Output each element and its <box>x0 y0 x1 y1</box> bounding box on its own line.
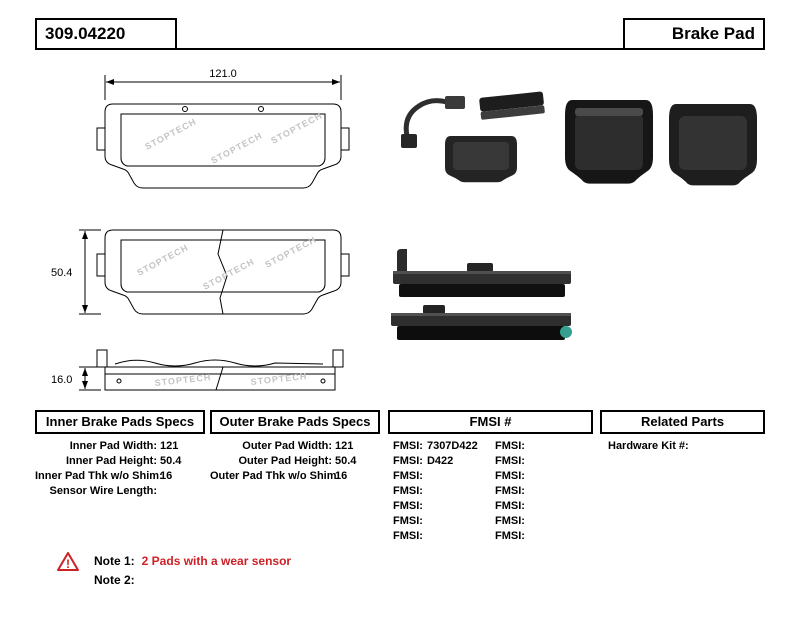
photo-pad-side-top <box>393 249 571 297</box>
fmsi-row: FMSI:7307D422 <box>393 439 490 454</box>
fmsi-column: FMSI # FMSI:7307D422 FMSI:D422 FMSI: FMS… <box>388 410 593 544</box>
fmsi-label: FMSI: <box>495 440 525 452</box>
fmsi-row: FMSI: <box>495 484 592 499</box>
fmsi-row: FMSI: <box>495 529 592 544</box>
fmsi-row: FMSI: <box>393 499 490 514</box>
fmsi-label: FMSI: <box>393 470 423 482</box>
header-divider <box>35 48 765 50</box>
spec-row: Sensor Wire Length: <box>35 484 205 499</box>
fmsi-row: FMSI: <box>393 469 490 484</box>
product-photo-pad-set <box>401 91 757 186</box>
fmsi-subcolumn-left: FMSI:7307D422 FMSI:D422 FMSI: FMSI: FMSI… <box>388 439 490 544</box>
spec-value: 16 <box>160 470 173 482</box>
spec-value: 121 <box>160 440 179 452</box>
spec-row: Inner Pad Height: 50.4 <box>35 454 205 469</box>
note-2: Note 2: <box>94 573 142 587</box>
note-2-label: Note 2: <box>94 573 135 587</box>
spec-row: Outer Pad Thk w/o Shim: 16 <box>210 469 380 484</box>
spec-value: 50.4 <box>335 455 357 467</box>
fmsi-label: FMSI: <box>495 515 525 527</box>
spec-row: Inner Pad Thk w/o Shim: 16 <box>35 469 205 484</box>
fmsi-subcolumn-right: FMSI: FMSI: FMSI: FMSI: FMSI: FMSI: FMSI… <box>490 439 592 544</box>
photo-pad-edge <box>479 91 545 120</box>
spec-label: Outer Pad Thk w/o Shim: <box>210 470 341 482</box>
note-1-text: 2 Pads with a wear sensor <box>141 554 292 568</box>
note-1-label: Note 1: <box>94 554 135 568</box>
spec-label: Inner Pad Width: <box>69 440 157 452</box>
inner-specs-header: Inner Brake Pads Specs <box>35 410 205 434</box>
fmsi-row: FMSI:D422 <box>393 454 490 469</box>
warning-glyph: ! <box>66 557 70 571</box>
watermark-text: STOPTECH <box>269 110 324 146</box>
spec-row: Outer Pad Width: 121 <box>210 439 380 454</box>
fmsi-label: FMSI: <box>393 515 423 527</box>
fmsi-row: FMSI: <box>495 439 592 454</box>
spec-value: 50.4 <box>160 455 182 467</box>
fmsi-label: FMSI: <box>393 500 423 512</box>
fmsi-label: FMSI: <box>393 530 423 542</box>
wear-sensor-dot <box>560 326 572 338</box>
fmsi-label: FMSI: <box>495 470 525 482</box>
fmsi-row: FMSI: <box>495 499 592 514</box>
related-parts-header: Related Parts <box>600 410 765 434</box>
related-parts-column: Related Parts Hardware Kit #: <box>600 410 765 454</box>
watermark-text: STOPTECH <box>135 242 190 278</box>
watermark-text: STOPTECH <box>201 256 256 292</box>
watermark-text: STOPTECH <box>209 130 264 166</box>
spec-label: Outer Pad Width: <box>242 440 332 452</box>
photo-pad-large-left <box>565 100 653 184</box>
fmsi-label: FMSI: <box>495 530 525 542</box>
fmsi-label: FMSI: <box>495 455 525 467</box>
spec-label: Inner Pad Height: <box>65 455 157 467</box>
spec-label: Sensor Wire Length: <box>49 485 157 497</box>
photo-pad-large-right <box>669 104 757 186</box>
height-dimension-label: 50.4 <box>51 267 72 279</box>
thickness-dimension-label: 16.0 <box>51 374 72 386</box>
spec-label: Outer Pad Height: <box>238 455 332 467</box>
related-part-row: Hardware Kit #: <box>600 439 765 454</box>
note-1: Note 1: 2 Pads with a wear sensor <box>94 554 291 568</box>
part-number: 309.04220 <box>35 18 177 50</box>
photo-wear-sensor <box>401 96 465 148</box>
edge-view-thickness <box>79 349 344 391</box>
fmsi-row: FMSI: <box>495 469 592 484</box>
fmsi-label: FMSI: <box>393 455 423 467</box>
outer-specs-column: Outer Brake Pads Specs Outer Pad Width: … <box>210 410 380 484</box>
inner-specs-column: Inner Brake Pads Specs Inner Pad Width: … <box>35 410 205 499</box>
watermark-text: STOPTECH <box>143 116 198 152</box>
outer-specs-header: Outer Brake Pads Specs <box>210 410 380 434</box>
spec-value: 121 <box>335 440 354 452</box>
warning-icon: ! <box>57 552 79 571</box>
technical-drawing: 121.0 STOPTECH STOPTECH STOPTECH 50.4 ST… <box>51 68 350 391</box>
fmsi-label: FMSI: <box>393 440 423 452</box>
spec-row: Inner Pad Width: 121 <box>35 439 205 454</box>
fmsi-label: FMSI: <box>393 485 423 497</box>
photo-pad-small <box>445 136 517 183</box>
fmsi-label: FMSI: <box>495 500 525 512</box>
fmsi-row: FMSI: <box>393 529 490 544</box>
spec-row: Outer Pad Height: 50.4 <box>210 454 380 469</box>
fmsi-label: FMSI: <box>495 485 525 497</box>
fmsi-row: FMSI: <box>495 514 592 529</box>
photo-pad-side-bottom <box>391 305 572 340</box>
fmsi-header: FMSI # <box>388 410 593 434</box>
width-dimension-label: 121.0 <box>209 68 237 80</box>
page-title: Brake Pad <box>623 18 765 50</box>
fmsi-row: FMSI: <box>393 514 490 529</box>
fmsi-value: D422 <box>426 455 454 467</box>
front-view-height <box>79 229 350 315</box>
related-part-label: Hardware Kit #: <box>608 440 689 452</box>
watermark-text: STOPTECH <box>250 371 308 387</box>
fmsi-row: FMSI: <box>393 484 490 499</box>
fmsi-subcolumns: FMSI:7307D422 FMSI:D422 FMSI: FMSI: FMSI… <box>388 439 593 544</box>
spec-label: Inner Pad Thk w/o Shim: <box>35 470 163 482</box>
fmsi-row: FMSI: <box>495 454 592 469</box>
fmsi-value: 7307D422 <box>426 440 478 452</box>
product-photo-side-view <box>391 249 572 340</box>
spec-value: 16 <box>335 470 348 482</box>
front-view-width <box>96 75 350 189</box>
